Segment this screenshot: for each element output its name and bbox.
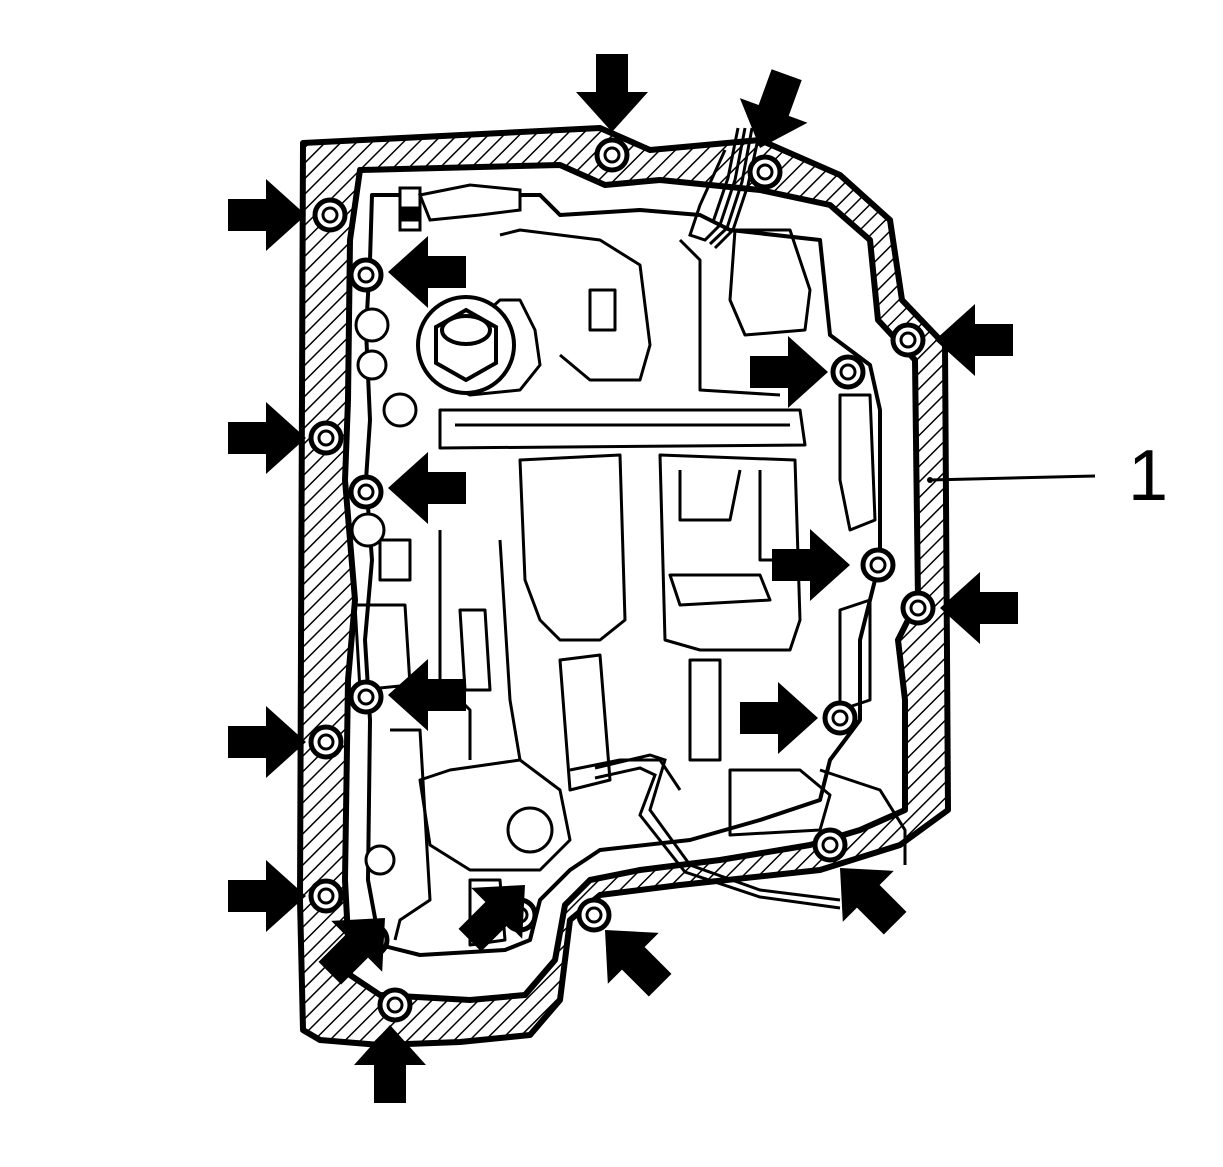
callout-label-1: 1 [1128,436,1169,516]
callout-leader [927,474,1096,483]
valve-body-channels [353,228,907,947]
passage-holes [350,307,554,876]
valve-body-outline [363,193,882,957]
wiring-harness [594,127,841,910]
pan-flange-hatched [297,125,951,1048]
drain-plug [416,295,516,395]
electrical-connector [398,183,522,232]
